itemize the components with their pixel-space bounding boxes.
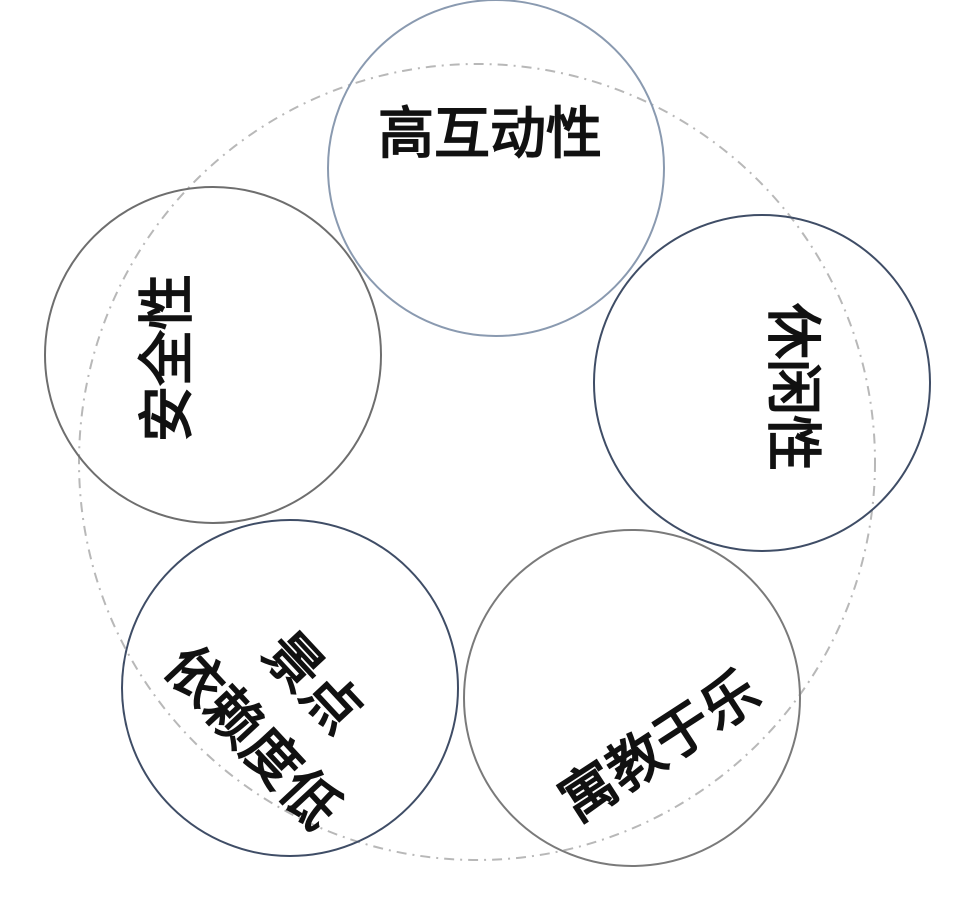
lens-number-02: 02 — [627, 384, 687, 444]
circle-high-interactivity — [327, 0, 665, 337]
circle-edutainment — [463, 529, 801, 867]
label-edutainment: 寓教于乐 — [548, 659, 771, 836]
lens-number-05: 05 — [279, 361, 339, 421]
label-leisure: 休闲性 — [760, 302, 825, 471]
label-safety: 安全性 — [136, 274, 201, 442]
label-high-interactivity: 高互动性 — [378, 102, 602, 167]
lens-05-shape — [122, 520, 381, 523]
lens-05-group — [122, 520, 381, 523]
lens-number-03: 03 — [552, 582, 612, 642]
circle-leisure — [593, 214, 931, 552]
lens-number-04: 04 — [320, 574, 380, 634]
lens-number-01: 01 — [460, 248, 520, 308]
outer-ring — [78, 63, 876, 861]
circle-low-dependency — [121, 519, 459, 857]
circle-safety — [44, 186, 382, 524]
